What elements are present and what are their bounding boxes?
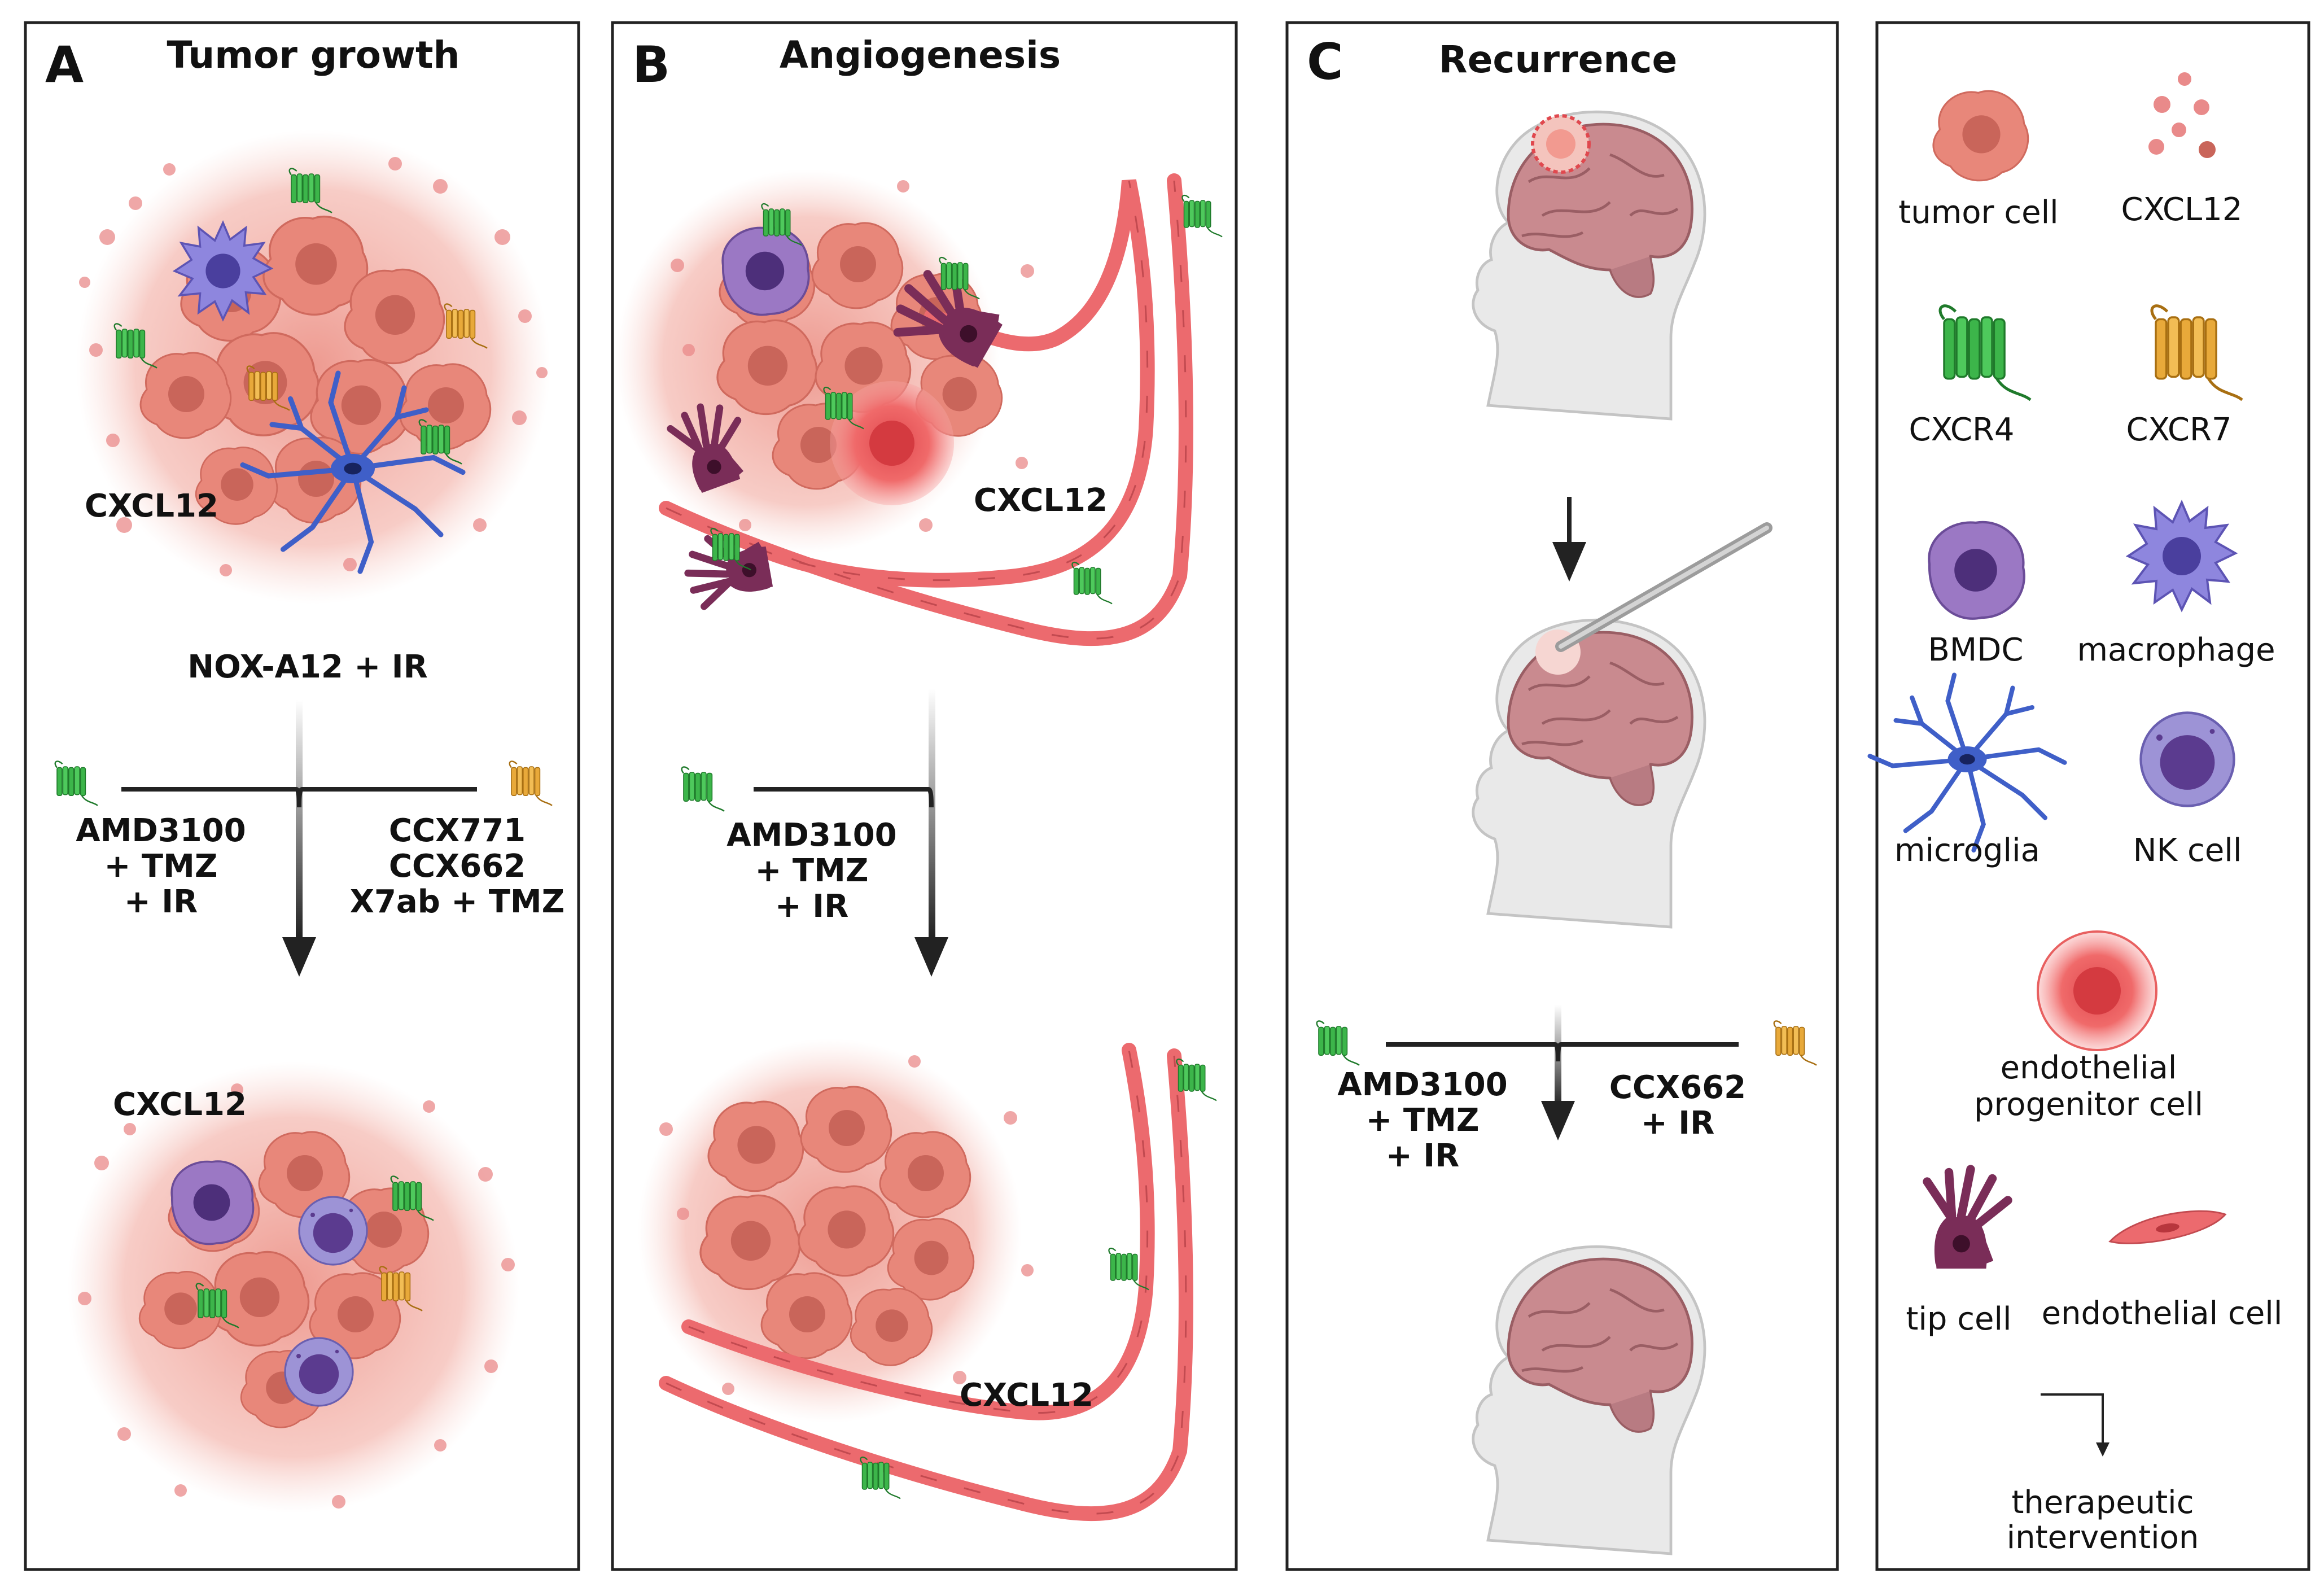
legend-cxcr7: CXCR7 bbox=[2126, 412, 2231, 448]
panel-c-letter: C bbox=[1307, 33, 1343, 91]
head-with-surgery bbox=[1473, 522, 1772, 927]
cxcr7-icon bbox=[1773, 1020, 1818, 1066]
panel-c-title: Recurrence bbox=[1439, 38, 1677, 81]
panel-b-left-treatment-3: + IR bbox=[775, 888, 848, 925]
panel-a-frame bbox=[24, 21, 580, 1571]
cxcr4-icon bbox=[1940, 306, 2030, 400]
nk-cell-icon bbox=[298, 1196, 368, 1266]
panel-a-right-treatment-1: CCX771 bbox=[389, 812, 526, 849]
panel-a-left-treatment-2: + TMZ bbox=[104, 848, 218, 885]
legend-endothelial-cell: endothelial cell bbox=[2042, 1295, 2283, 1332]
panel-c-left-treatment-2: + TMZ bbox=[1366, 1102, 1480, 1139]
nk-cell-icon bbox=[2141, 713, 2234, 806]
panel-b-left-treatment-2: + TMZ bbox=[755, 852, 869, 889]
panel-a-treatment: NOX-A12 + IR bbox=[187, 649, 427, 685]
legend-therapeutic-1: therapeutic bbox=[2011, 1484, 2194, 1521]
legend-bmdc: BMDC bbox=[1928, 632, 2024, 668]
panel-c-right-treatment-1: CCX662 bbox=[1609, 1069, 1746, 1106]
cxcr4-icon bbox=[1071, 561, 1113, 605]
intervention-arrow-icon bbox=[2041, 1393, 2109, 1457]
panel-a-right-treatment-2: CCX662 bbox=[389, 848, 526, 885]
legend-microglia: microglia bbox=[1894, 832, 2040, 869]
panel-c-left-treatment-3: + IR bbox=[1386, 1138, 1459, 1174]
panel-c-right-treatment-2: + IR bbox=[1641, 1105, 1714, 1142]
panel-a-bottom-tumor bbox=[68, 1061, 519, 1513]
legend-therapeutic-2: intervention bbox=[2007, 1519, 2199, 1556]
head-after-treatment bbox=[1473, 1247, 1705, 1554]
panel-b-letter: B bbox=[632, 36, 670, 94]
legend-cxcl12: CXCL12 bbox=[2121, 191, 2243, 228]
panel-a-intervention-arrow bbox=[121, 700, 477, 977]
panel-a-left-treatment-1: AMD3100 bbox=[76, 812, 246, 849]
panel-a-left-treatment-3: + IR bbox=[124, 884, 198, 920]
legend-macrophage: macrophage bbox=[2077, 632, 2275, 668]
panel-a-cxcl12-top: CXCL12 bbox=[85, 488, 218, 524]
bmdc-icon bbox=[721, 226, 810, 316]
bmdc-icon bbox=[1929, 522, 2024, 619]
legend-tumor-cell: tumor cell bbox=[1898, 194, 2058, 231]
nk-cell-icon bbox=[284, 1337, 354, 1407]
panel-c-intervention-arrow bbox=[1386, 1005, 1739, 1140]
bmdc-icon bbox=[170, 1160, 255, 1245]
legend-tip-cell: tip cell bbox=[1906, 1301, 2011, 1337]
legend-epc-1: endothelial bbox=[2001, 1050, 2177, 1086]
tumor-cell-icon bbox=[1932, 90, 2029, 182]
head-with-tumor bbox=[1473, 112, 1705, 419]
panel-a-letter: A bbox=[45, 36, 84, 94]
cxcr4-icon bbox=[681, 766, 725, 812]
endothelial-cell-icon bbox=[2106, 1205, 2229, 1249]
legend-nk-cell: NK cell bbox=[2133, 832, 2242, 869]
legend-cxcr4: CXCR4 bbox=[1909, 412, 2014, 448]
panel-c-frame bbox=[1285, 21, 1839, 1571]
panel-b-top-tumor bbox=[615, 169, 1223, 646]
panel-b-bottom-tumor bbox=[638, 1039, 1218, 1522]
panel-b-left-treatment-1: AMD3100 bbox=[726, 817, 896, 854]
cxcr4-icon bbox=[54, 760, 99, 807]
panel-a-cxcl12-bottom: CXCL12 bbox=[113, 1086, 247, 1123]
cxcr4-icon bbox=[1181, 194, 1223, 238]
legend: tumor cell CXCL12 CXCR4 CXCR7 BMDC macro… bbox=[1870, 72, 2283, 1556]
cxcr7-icon bbox=[509, 760, 553, 807]
cxcr7-icon bbox=[2152, 306, 2242, 400]
panel-b-intervention-arrow bbox=[754, 689, 948, 977]
panel-c-left-treatment-1: AMD3100 bbox=[1337, 1066, 1507, 1103]
panel-b-title: Angiogenesis bbox=[780, 33, 1061, 77]
macrophage-icon bbox=[2127, 501, 2237, 611]
legend-epc-2: progenitor cell bbox=[1974, 1086, 2203, 1123]
tip-cell-icon bbox=[1927, 1169, 2008, 1269]
panel-b-cxcl12-top: CXCL12 bbox=[974, 482, 1108, 519]
panel-b-cxcl12-bottom: CXCL12 bbox=[960, 1377, 1093, 1414]
panel-a-title: Tumor growth bbox=[167, 33, 459, 77]
microglia-icon bbox=[1870, 675, 2065, 851]
panel-a-top-tumor bbox=[76, 130, 550, 604]
cxcl12-icon bbox=[2148, 72, 2216, 158]
panel-a-right-treatment-3: X7ab + TMZ bbox=[350, 884, 564, 920]
panel-b-frame bbox=[611, 21, 1238, 1571]
legend-frame bbox=[1875, 21, 2310, 1571]
cxcr4-icon bbox=[1316, 1020, 1360, 1066]
